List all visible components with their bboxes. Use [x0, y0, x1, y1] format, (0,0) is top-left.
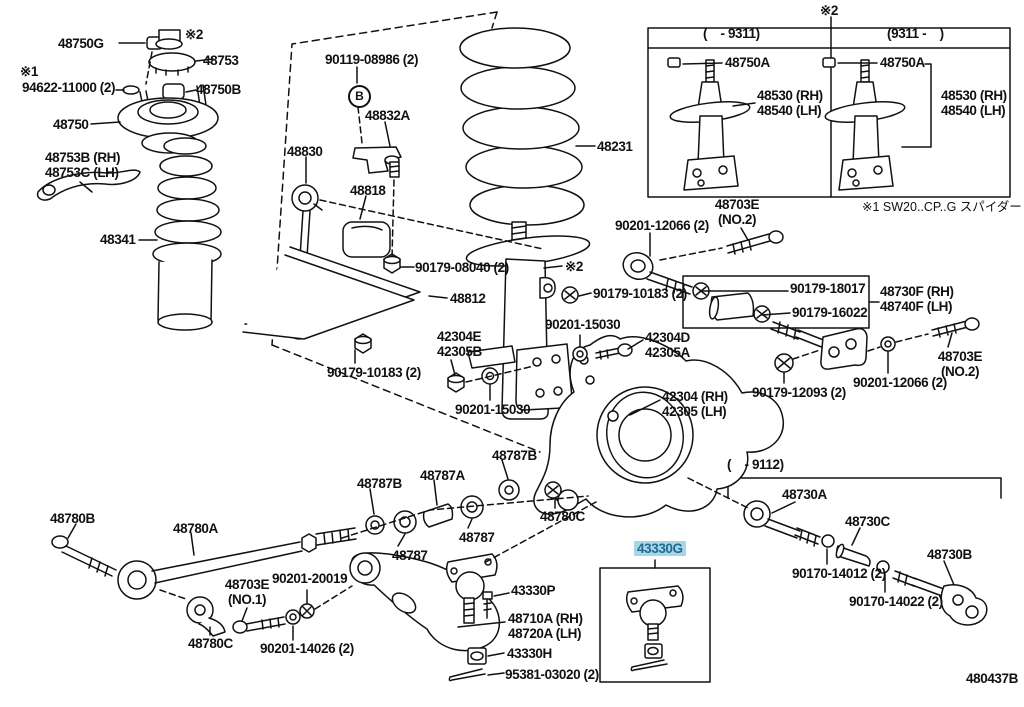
part-label: 48710A (RH) 48720A (LH): [508, 611, 583, 641]
part-label: 90201-20019: [272, 571, 348, 586]
part-label: 43330P: [511, 583, 556, 598]
part-label: 95381-03020 (2): [505, 667, 599, 682]
part-label: 48750G: [58, 36, 104, 51]
stabilizer-parts: [242, 146, 421, 354]
bracket-9112: [727, 477, 1002, 499]
part-label: ※1: [20, 64, 39, 79]
strut-fasteners: [447, 286, 633, 393]
part-label-highlighted[interactable]: 43330G: [634, 541, 686, 556]
part-label: ( - 9311): [703, 26, 760, 41]
part-label: 90179-12093 (2): [752, 385, 846, 400]
dashed-leaders: [145, 51, 929, 610]
part-label: 480437B: [966, 671, 1018, 686]
part-label: 48818: [350, 183, 386, 198]
part-label: 94622-11000 (2): [22, 80, 116, 95]
part-label: 48780A: [173, 521, 218, 536]
part-label: 48703E (NO.2): [714, 197, 760, 227]
part-label: 48787B: [492, 448, 537, 463]
part-label: ※2: [565, 259, 584, 274]
part-label: 90179-10183 (2): [593, 286, 687, 301]
part-label: 90201-15030: [455, 402, 531, 417]
variant-struts: [667, 57, 907, 191]
part-label: 48830: [287, 144, 323, 159]
lower-arm-assembly: [51, 527, 501, 682]
part-label: 48730F (RH) 48740F (LH): [880, 284, 954, 314]
part-label: 48780B: [50, 511, 95, 526]
part-label: 42304E 42305B: [437, 329, 482, 359]
part-label: 48787A: [420, 468, 465, 483]
part-label: 48231: [597, 139, 633, 154]
part-label: 48703E (NO.2): [937, 349, 983, 379]
variant-box: [647, 16, 1011, 198]
part-label: 48753B (RH) 48753C (LH): [45, 150, 121, 180]
part-label: 48787B: [357, 476, 402, 491]
strut: [465, 221, 591, 420]
part-label: 42304 (RH) 42305 (LH): [662, 389, 728, 419]
part-label: ※2: [185, 27, 204, 42]
part-label: 48730A: [782, 487, 827, 502]
part-label: ※1 SW20..CP..G スパイダー: [862, 200, 1022, 214]
part-label: 48787: [459, 530, 495, 545]
part-label: 90201-12066 (2): [853, 375, 947, 390]
part-label: ( - 9112): [727, 457, 784, 472]
front-strut-rod: [622, 230, 980, 373]
part-label: 90179-10183 (2): [327, 365, 421, 380]
part-label: 48832A: [365, 108, 410, 123]
part-label: (9311 - ): [887, 26, 944, 41]
steering-knuckle: [533, 334, 784, 518]
part-label: 48750: [53, 117, 89, 132]
part-label: 90201-12066 (2): [615, 218, 709, 233]
part-label: 48787: [392, 548, 428, 563]
dust-boot: [152, 137, 222, 331]
lateral-rod-9112: [743, 500, 988, 626]
part-label: 48750B: [196, 82, 241, 97]
part-label: 90170-14022 (2): [849, 594, 943, 609]
part-label: 48750A: [880, 55, 925, 70]
part-label: 90201-15030: [545, 317, 621, 332]
part-label: 90179-16022: [792, 305, 868, 320]
part-label: 90119-08986 (2): [325, 52, 419, 67]
leader-lines: [67, 42, 955, 676]
part-label: 90170-14012 (2): [792, 566, 886, 581]
part-label: 48750A: [725, 55, 770, 70]
part-label: 48812: [450, 291, 486, 306]
coil-spring: [459, 27, 585, 226]
part-label: 48730C: [845, 514, 890, 529]
part-label: 48780C: [540, 509, 585, 524]
part-label: 48730B: [927, 547, 972, 562]
part-label: 48780C: [188, 636, 233, 651]
part-label: 48703E (NO.1): [224, 577, 270, 607]
part-label: 48530 (RH) 48540 (LH): [941, 88, 1007, 118]
callout-letter-b: B: [348, 85, 371, 108]
part-label: 48341: [100, 232, 136, 247]
part-label: 42304D 42305A: [645, 330, 690, 360]
part-label: 90179-08040 (2): [415, 260, 509, 275]
part-label: ※2: [820, 3, 839, 18]
part-label: 48753: [203, 53, 239, 68]
part-label: 90179-18017: [790, 281, 866, 296]
part-label: 43330H: [507, 646, 552, 661]
part-label: 90201-14026 (2): [260, 641, 354, 656]
part-label: 48530 (RH) 48540 (LH): [757, 88, 823, 118]
balljoint-boxed: [625, 585, 684, 672]
